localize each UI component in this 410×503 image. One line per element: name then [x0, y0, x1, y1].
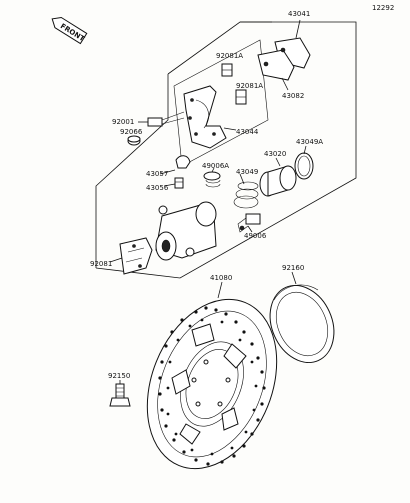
ring-92160: [269, 284, 335, 364]
label-92066: 92066: [120, 128, 143, 136]
assembly-outline-left: [95, 74, 169, 268]
leader-43082: [281, 77, 289, 91]
front-arrow-icon: FRONT: [51, 16, 88, 45]
bracket-subbox: [173, 39, 269, 167]
brake-pads: [257, 37, 311, 81]
caliper-body: [155, 201, 217, 261]
leader-41080: [217, 281, 223, 299]
label-92081A-2: 92081A: [236, 82, 263, 90]
label-92160: 92160: [282, 264, 304, 272]
assembly-outline-top: [167, 21, 272, 75]
label-41080: 41080: [210, 274, 232, 282]
pad-spring-92081: [119, 237, 153, 275]
label-92081: 92081: [90, 260, 112, 268]
brake-disc: [146, 298, 278, 470]
leader-43044: [223, 127, 237, 131]
slide-pin-bolt: [147, 111, 185, 127]
assembly-outline-right: [95, 21, 357, 279]
leader-43049: [239, 173, 245, 185]
leader-49006A: [211, 167, 215, 173]
leader-92160: [291, 271, 297, 285]
label-43049A: 43049A: [296, 138, 323, 146]
label-92001: 92001: [112, 118, 134, 126]
disc-bolt: [109, 383, 131, 407]
label-43020: 43020: [264, 150, 286, 158]
caliper-bracket: [183, 85, 227, 149]
leader-43056: [163, 183, 176, 187]
leader-92081: [109, 257, 123, 263]
leader-43020: [275, 157, 281, 167]
pin-cap: [127, 135, 141, 146]
label-49006: 49006: [244, 232, 267, 240]
bleeder-valve: [174, 155, 191, 189]
label-43056: 43056: [146, 184, 169, 192]
label-43041: 43041: [288, 10, 310, 18]
bolt-49006: [237, 213, 261, 233]
leader-43041: [295, 19, 301, 39]
leader-49006: [247, 225, 253, 233]
label-43057: 43057: [146, 170, 168, 178]
label-49006A: 49006A: [202, 162, 229, 170]
piston: [259, 165, 297, 197]
label-43044: 43044: [236, 128, 259, 136]
spring-43049: [233, 181, 259, 209]
leader-43057: [159, 169, 176, 175]
leader-43049A: [303, 145, 307, 155]
sheet-code: 12292: [372, 4, 394, 12]
spring-49006A: [203, 171, 221, 188]
pad-spring-1: [221, 63, 233, 77]
label-92081A-1: 92081A: [216, 52, 243, 60]
seal-ring: [294, 152, 314, 180]
label-43049: 43049: [236, 168, 258, 176]
pad-spring-2: [235, 89, 247, 105]
label-43082: 43082: [282, 92, 304, 100]
label-92150: 92150: [108, 372, 130, 380]
